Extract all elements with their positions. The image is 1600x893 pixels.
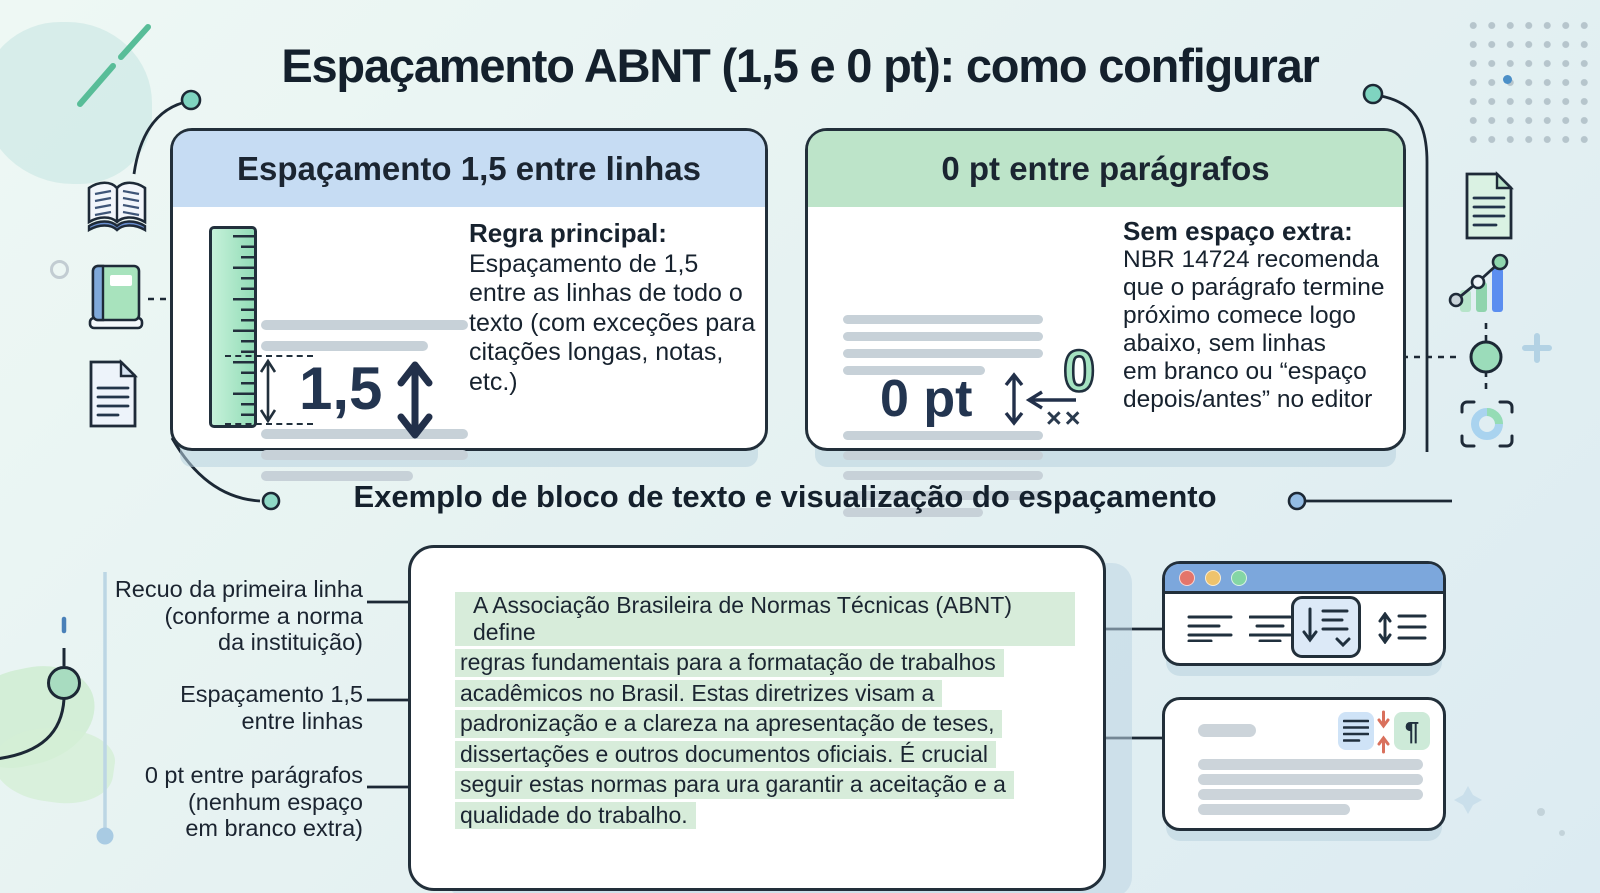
rule-line: texto (com exceções para <box>469 308 756 337</box>
document-mockup: ¶ <box>1162 697 1446 831</box>
chart-icon <box>1448 253 1509 312</box>
blue-dot-decoration <box>1503 75 1512 84</box>
text-line <box>843 366 985 375</box>
card-line-spacing: Espaçamento 1,5 entre linhas 1,5 <box>170 128 771 481</box>
align-text-icon[interactable] <box>1338 712 1374 750</box>
maximize-window-icon[interactable] <box>1231 569 1247 586</box>
paragraph-line: seguir estas normas para ura garantir a … <box>455 771 1014 799</box>
rule-text-block: Regra principal: Espaçamento de 1,5 entr… <box>469 218 771 397</box>
formatting-toolbar <box>1165 594 1443 660</box>
align-left-icon[interactable] <box>1187 614 1233 642</box>
paragraph-line: regras fundamentais para a formatação de… <box>455 649 1004 677</box>
rule-line: etc.) <box>469 367 518 396</box>
rule-line: NBR 14724 recomenda <box>1123 246 1380 273</box>
open-book-icon <box>87 181 147 233</box>
close-window-icon[interactable] <box>1179 569 1195 586</box>
text-line <box>261 341 428 351</box>
card-paragraph-spacing: 0 pt entre parágrafos 0 pt 0 ×× <box>805 128 1408 517</box>
text-line <box>261 320 468 330</box>
rule-line: citações longas, notas, <box>469 338 724 366</box>
window-titlebar <box>1165 564 1443 594</box>
align-center-icon[interactable] <box>1249 614 1291 642</box>
rule-line: que o parágrafo termine <box>1123 274 1385 301</box>
text-line <box>843 315 1043 324</box>
paragraph-spacing-value: 0 pt <box>880 370 973 428</box>
text-line <box>261 450 468 460</box>
spacing-arrow-icon <box>1004 372 1024 426</box>
up-down-arrow-icon <box>397 361 433 439</box>
card-line-spacing-title: Espaçamento 1,5 entre linhas <box>236 150 701 187</box>
text-line <box>1198 759 1423 770</box>
card-paragraph-spacing-title: 0 pt entre parágrafos <box>941 150 1270 187</box>
annotation-line-spacing: Espaçamento 1,5 entre linhas <box>180 681 363 734</box>
text-line <box>1198 804 1350 815</box>
paragraph-line: acadêmicos no Brasil. Estas diretrizes v… <box>455 679 943 707</box>
book-icon <box>88 264 144 330</box>
line-spacing-arrows-icon[interactable] <box>1377 612 1427 644</box>
card-paragraph-spacing-header: 0 pt entre parágrafos <box>808 131 1403 207</box>
ruler-illustration <box>209 226 257 428</box>
text-line <box>843 471 1043 480</box>
measure-guide-bottom <box>225 423 313 425</box>
dot-grid-decoration <box>1462 14 1598 152</box>
document-icon <box>1465 171 1514 240</box>
rule-title: Regra principal: <box>469 218 667 248</box>
spacing-adjust-arrows-icon[interactable] <box>1376 710 1391 754</box>
zero-badge: 0 <box>1062 339 1097 404</box>
measure-arrow-icon <box>259 358 277 424</box>
paragraph-mark-icon[interactable]: ¶ <box>1394 712 1430 750</box>
left-arrow-icon <box>1025 390 1076 410</box>
text-line <box>843 332 1043 341</box>
text-line <box>843 508 983 517</box>
section-title: Exemplo de bloco de texto e visualização… <box>353 479 1217 514</box>
paragraph-line: padronização e a clareza na apresentação… <box>455 710 1003 738</box>
paragraph-line: dissertações e outros documentos oficiai… <box>455 740 996 768</box>
crosses-label: ×× <box>1046 403 1084 433</box>
text-line <box>1198 789 1423 800</box>
placeholder-bar <box>1198 724 1256 737</box>
rule-line: depois/antes” no editor <box>1123 386 1373 413</box>
line-spacing-value: 1,5 <box>299 355 383 422</box>
card-line-spacing-header: Espaçamento 1,5 entre linhas <box>173 131 765 207</box>
example-text-card: A Associação Brasileira de Normas Técnic… <box>408 545 1106 891</box>
annotation-first-line-indent: Recuo da primeira linha (conforme a norm… <box>114 576 363 655</box>
text-line <box>843 491 1043 500</box>
text-line <box>843 349 1043 358</box>
text-line <box>261 429 468 439</box>
rule-line: entre as linhas de todo o <box>469 279 743 307</box>
annotation-paragraph-spacing: 0 pt entre parágrafos (nenhum espaço em … <box>144 762 363 841</box>
rule-line: próximo comece logo <box>1123 302 1356 329</box>
document-icon <box>89 359 138 428</box>
example-paragraph: A Associação Brasileira de Normas Técnic… <box>455 592 1075 832</box>
measure-guide-top <box>225 355 313 357</box>
text-line <box>261 471 413 481</box>
line-spacing-button[interactable] <box>1291 596 1361 658</box>
rule-line: Espaçamento de 1,5 <box>469 249 699 278</box>
viewfinder-chart-icon <box>1460 400 1514 448</box>
text-line <box>1198 774 1423 785</box>
paragraph-line: qualidade do trabalho. <box>455 801 696 829</box>
text-line <box>843 451 1043 460</box>
page-title: Espaçamento ABNT (1,5 e 0 pt): como conf… <box>281 39 1320 92</box>
minimize-window-icon[interactable] <box>1205 569 1221 586</box>
rule-line: em branco ou “espaço <box>1123 358 1367 385</box>
rule-line: abaixo, sem linhas <box>1123 330 1326 357</box>
text-line <box>843 431 1043 440</box>
rule-text-block: Sem espaço extra: NBR 14724 recomenda qu… <box>1123 217 1408 414</box>
paragraph-line: A Associação Brasileira de Normas Técnic… <box>455 592 1075 646</box>
editor-toolbar-mockup <box>1162 561 1446 666</box>
rule-title: Sem espaço extra: <box>1123 216 1353 246</box>
ring-decoration <box>50 260 69 279</box>
